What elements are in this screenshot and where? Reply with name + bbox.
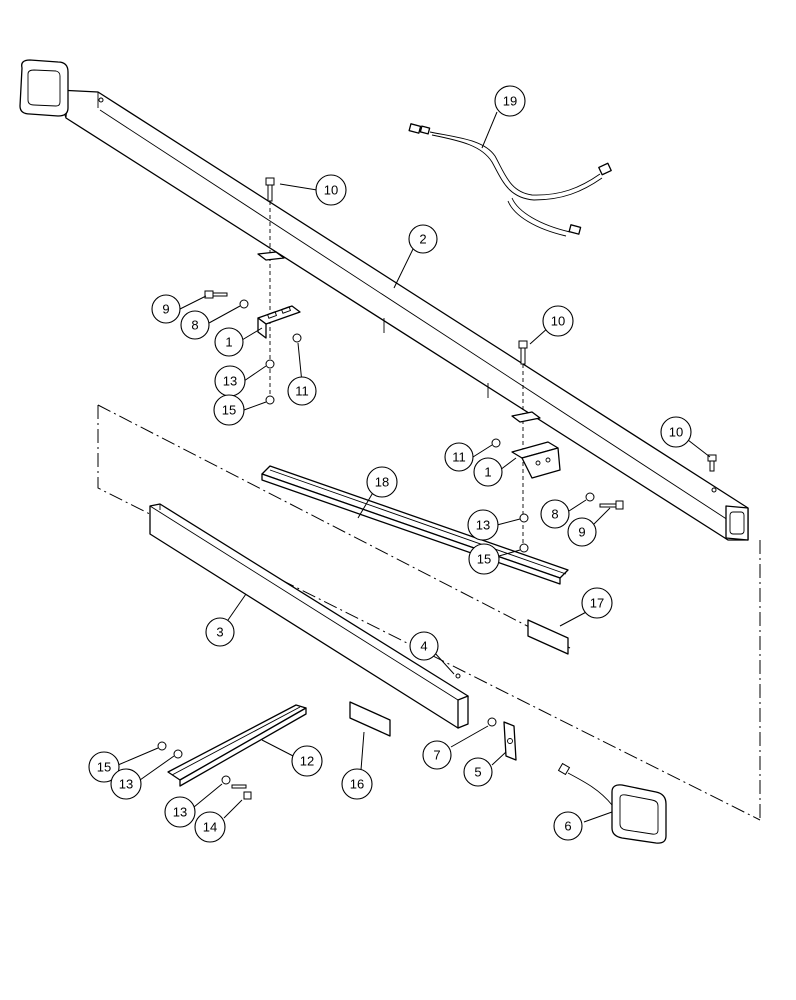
svg-text:13: 13 <box>173 805 187 820</box>
callout-11-left: 11 <box>287 376 317 406</box>
svg-text:12: 12 <box>300 754 314 769</box>
mounting-plate-part-5 <box>487 717 517 761</box>
svg-text:10: 10 <box>551 314 565 329</box>
bolt-part-10-upper <box>257 177 285 400</box>
callout-14: 14 <box>194 811 226 843</box>
bolt-part-10-right <box>707 454 717 472</box>
bracket-assembly-left <box>204 290 302 405</box>
svg-text:3: 3 <box>216 625 223 640</box>
svg-text:8: 8 <box>191 318 198 333</box>
callout-8-right: 8 <box>540 499 570 529</box>
svg-text:9: 9 <box>162 302 169 317</box>
callout-12: 12 <box>291 745 323 777</box>
svg-text:6: 6 <box>564 819 571 834</box>
callout-9-left: 9 <box>151 294 181 324</box>
alignment-lines <box>97 404 761 821</box>
svg-text:2: 2 <box>419 232 426 247</box>
callout-5: 5 <box>463 757 493 787</box>
callout-2: 2 <box>408 224 438 254</box>
svg-text:14: 14 <box>203 820 217 835</box>
lamp-left <box>19 59 69 117</box>
svg-text:17: 17 <box>590 596 604 611</box>
lamp-part-6 <box>557 762 667 844</box>
callout-13-bottom-left: 13 <box>110 768 142 800</box>
callout-4: 4 <box>409 631 439 661</box>
callout-19: 19 <box>494 85 526 117</box>
svg-text:13: 13 <box>223 374 237 389</box>
svg-text:15: 15 <box>222 403 236 418</box>
svg-text:8: 8 <box>551 507 558 522</box>
callout-15-right: 15 <box>468 543 500 575</box>
channel-part-18 <box>261 465 569 585</box>
svg-text:13: 13 <box>119 777 133 792</box>
callout-16: 16 <box>341 768 373 800</box>
wiring-harness-part-19 <box>408 123 612 237</box>
callout-11-right: 11 <box>444 442 474 472</box>
svg-text:15: 15 <box>97 760 111 775</box>
angle-bracket-part-12 <box>157 704 307 800</box>
callout-7: 7 <box>422 740 452 770</box>
leader-lines <box>117 111 711 823</box>
svg-text:11: 11 <box>452 450 466 465</box>
svg-text:1: 1 <box>484 465 491 480</box>
bracket-assembly-right <box>491 340 624 553</box>
callout-18: 18 <box>366 466 398 498</box>
svg-text:5: 5 <box>474 765 481 780</box>
cover-channel-part-3 <box>149 503 469 729</box>
svg-text:11: 11 <box>295 384 309 399</box>
svg-text:18: 18 <box>375 475 389 490</box>
callout-6: 6 <box>553 811 583 841</box>
callout-8-left: 8 <box>180 310 210 340</box>
callout-13-right: 13 <box>467 509 499 541</box>
callout-17: 17 <box>581 587 613 619</box>
callout-1-left: 1 <box>214 327 244 357</box>
svg-text:9: 9 <box>578 525 585 540</box>
callout-10-mid: 10 <box>542 305 574 337</box>
main-tube-part-2 <box>57 89 749 541</box>
svg-text:10: 10 <box>669 425 683 440</box>
callout-13-bottom: 13 <box>164 796 196 828</box>
svg-text:19: 19 <box>503 94 517 109</box>
callout-9-right: 9 <box>567 517 597 547</box>
svg-text:13: 13 <box>476 518 490 533</box>
svg-text:10: 10 <box>324 183 338 198</box>
callout-15-bottom: 15 <box>88 751 120 783</box>
callout-10-right: 10 <box>660 416 692 448</box>
callout-10-upper: 10 <box>315 174 347 206</box>
callout-13-left: 13 <box>214 365 246 397</box>
svg-text:7: 7 <box>433 748 440 763</box>
decals <box>349 619 569 737</box>
svg-text:1: 1 <box>225 335 232 350</box>
svg-text:15: 15 <box>477 552 491 567</box>
callout-15-left: 15 <box>213 394 245 426</box>
callout-1-right: 1 <box>473 457 503 487</box>
callout-3: 3 <box>205 617 235 647</box>
svg-text:4: 4 <box>420 639 427 654</box>
svg-text:16: 16 <box>350 777 364 792</box>
